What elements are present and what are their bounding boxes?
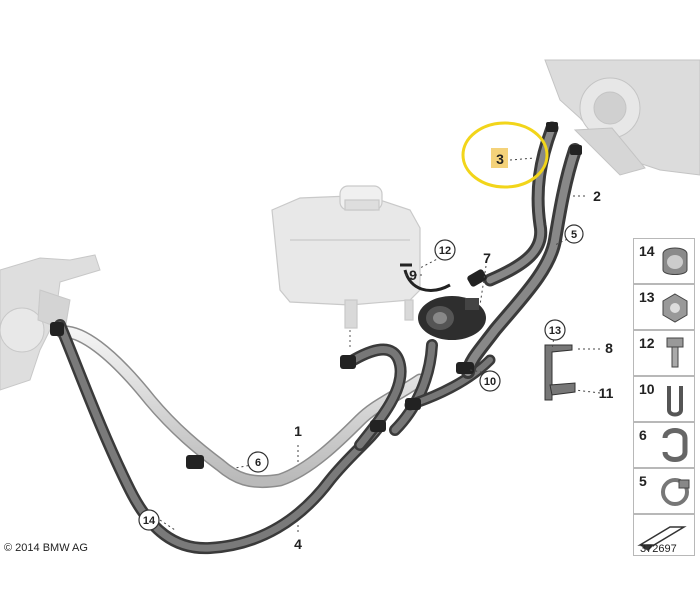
hose-clamp-icon bbox=[661, 478, 690, 506]
holder-bracket bbox=[544, 344, 576, 401]
side-part-10: 10 bbox=[633, 376, 695, 422]
water-pump bbox=[418, 296, 486, 340]
callout-1: 1 bbox=[294, 423, 302, 439]
reference-number: 372697 bbox=[640, 543, 677, 555]
side-part-number: 5 bbox=[639, 473, 647, 489]
callout-6: 6 bbox=[255, 457, 261, 469]
callout-10: 10 bbox=[484, 376, 496, 388]
spring-clip-icon bbox=[667, 386, 683, 417]
callout-9: 9 bbox=[409, 267, 417, 283]
side-part-5: 5 bbox=[633, 468, 695, 514]
callout-8: 8 bbox=[605, 340, 613, 356]
highlight-circle bbox=[461, 121, 549, 189]
dark-coolant-hose bbox=[54, 319, 386, 555]
callout-5: 5 bbox=[571, 229, 577, 241]
expansion-tank bbox=[271, 185, 421, 329]
callout-4: 4 bbox=[294, 536, 302, 552]
side-part-12: 12 bbox=[633, 330, 695, 376]
hex-nut-icon bbox=[662, 293, 688, 323]
callout-2: 2 bbox=[593, 188, 601, 204]
side-part-6: 6 bbox=[633, 422, 695, 468]
callout-3: 3 bbox=[496, 151, 504, 167]
side-part-number: 12 bbox=[639, 335, 655, 351]
callout-13: 13 bbox=[549, 325, 561, 337]
engine-block bbox=[544, 59, 700, 176]
light-coolant-pipe bbox=[55, 325, 427, 489]
side-part-number: 13 bbox=[639, 289, 655, 305]
side-part-13: 13 bbox=[633, 284, 695, 330]
callout-11: 11 bbox=[599, 385, 614, 401]
hose-connectors bbox=[50, 122, 582, 469]
side-part-number: 14 bbox=[639, 243, 655, 259]
side-panel-arrow-box bbox=[633, 514, 695, 556]
left-engine-part bbox=[0, 254, 101, 391]
copyright-text: © 2014 BMW AG bbox=[4, 542, 88, 554]
side-part-number: 6 bbox=[639, 427, 647, 443]
callout-7: 7 bbox=[483, 250, 491, 266]
callouts: 3 2 7 9 8 11 1 4 bbox=[294, 151, 614, 552]
diagram-arrow-icon bbox=[637, 526, 687, 551]
part-3-label-highlight bbox=[491, 148, 508, 168]
callout-12: 12 bbox=[439, 245, 451, 257]
hose-clip-icon bbox=[662, 247, 688, 275]
side-part-14: 14 bbox=[633, 238, 695, 284]
hose-part-3 bbox=[483, 121, 559, 287]
callout-14: 14 bbox=[143, 515, 156, 527]
circled-callouts: 5 12 13 10 6 14 bbox=[138, 224, 584, 531]
side-part-number: 10 bbox=[639, 381, 655, 397]
upper-coolant-hose bbox=[461, 143, 582, 379]
clamp-clip-icon bbox=[662, 428, 688, 462]
bolt-icon bbox=[666, 337, 684, 368]
